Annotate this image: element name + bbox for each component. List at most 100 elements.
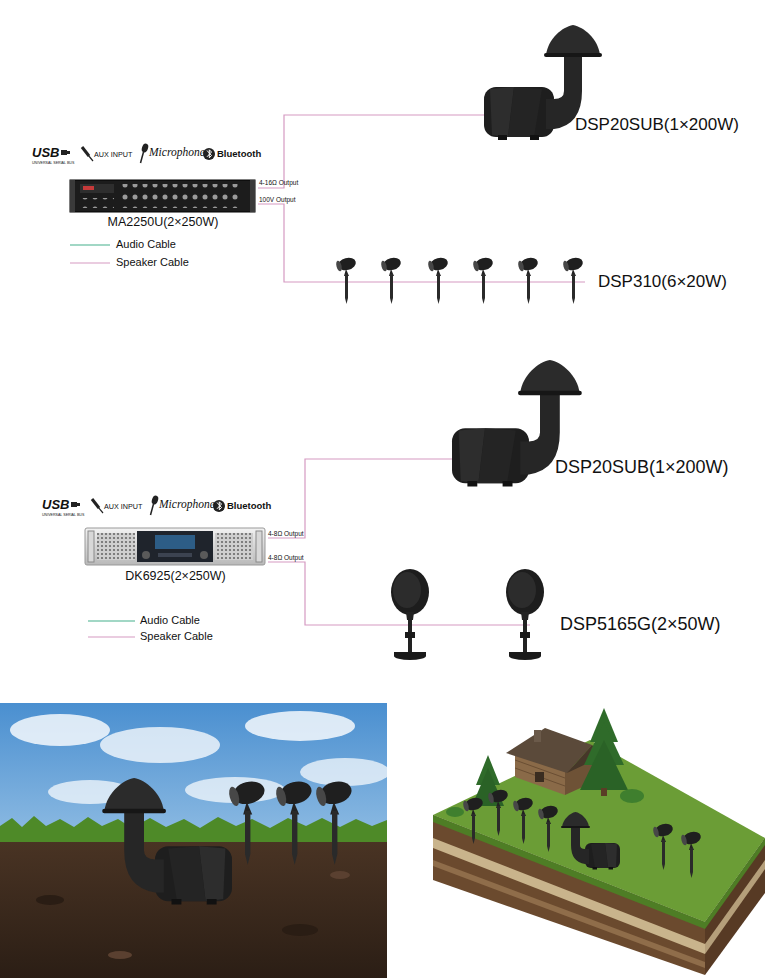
garden-photo — [314, 778, 354, 865]
terrain-block-photo — [534, 730, 541, 742]
amplifier-unit — [250, 180, 255, 212]
terrain-block-photo — [515, 768, 565, 786]
device-label: MA2250U(2×250W) — [68, 215, 258, 229]
amplifier-unit — [88, 531, 94, 562]
garden-photo — [0, 703, 390, 978]
output-label: 4-16Ω Output — [259, 179, 298, 186]
terrain-block-photo — [620, 789, 644, 803]
device-label: DSP5165G(2×50W) — [560, 614, 721, 635]
terrain-block-photo — [652, 822, 674, 870]
terrain-block-photo — [561, 812, 620, 870]
amplifier-unit — [155, 535, 195, 549]
amplifier-unit — [70, 180, 75, 212]
spike-speaker-symbol — [517, 256, 539, 304]
icon-label: UNIVERSAL SERIAL BUS — [32, 161, 74, 165]
output-label: 4-8Ω Output — [268, 554, 304, 561]
garden-photo — [274, 778, 314, 865]
garden-photo — [108, 951, 132, 959]
icon-label: USB — [42, 498, 69, 513]
terrain-block-photo — [601, 788, 607, 796]
garden-photo — [0, 816, 387, 842]
garden-photo — [282, 924, 318, 936]
garden-photo — [10, 714, 110, 746]
garden-photo — [245, 711, 355, 741]
device-label: DSP310(6×20W) — [598, 272, 727, 292]
terrain-block-photo — [433, 708, 765, 975]
icon-label: Bluetooth — [227, 501, 271, 512]
input-icons — [71, 495, 225, 515]
legend-line-sample — [70, 244, 110, 245]
amplifier-unit — [70, 180, 255, 212]
speaker-cable — [258, 204, 330, 282]
terrain-block-photo — [433, 740, 765, 922]
amplifier-unit — [200, 551, 208, 559]
device-node: MA2250U(2×250W) — [68, 176, 258, 233]
legend-line-sample — [88, 620, 135, 621]
amplifier-unit — [122, 184, 242, 208]
garden-photo — [0, 703, 387, 978]
spike-speaker-symbol — [562, 256, 584, 304]
amplifier-unit — [137, 531, 213, 562]
amplifier-unit — [85, 528, 265, 565]
output-label: 4-8Ω Output — [268, 530, 304, 537]
amplifier-unit — [215, 533, 253, 560]
spike-speaker-symbol — [380, 256, 402, 304]
icon-label: USB — [32, 146, 59, 161]
speaker-cable — [268, 562, 390, 625]
icon-label: AUX INPUT — [104, 503, 142, 511]
icon-label: AUX INPUT — [94, 151, 132, 159]
amplifier-unit — [85, 528, 265, 565]
output-label: 100V Output — [259, 196, 296, 203]
terrain-block-photo — [680, 830, 702, 878]
device-label: DSP20SUB(1×200W) — [575, 115, 739, 135]
legend-text: Audio Cable — [116, 238, 176, 251]
speaker-wire — [330, 281, 585, 282]
device-node: DK6925(2×250W) — [83, 526, 268, 584]
terrain-block-photo — [446, 807, 464, 817]
icon-label: UNIVERSAL SERIAL BUS — [42, 513, 84, 517]
pole-speaker-symbol — [391, 569, 429, 660]
garden-photo — [102, 778, 232, 905]
pole-speaker-symbol — [506, 569, 544, 660]
amplifier-unit — [256, 531, 262, 562]
icon-label: Bluetooth — [217, 149, 261, 160]
device-node: DSP20SUB(1×200W) — [452, 358, 762, 493]
icon-label: Microphone — [149, 146, 205, 159]
garden-photo — [300, 758, 390, 786]
legend-text: Speaker Cable — [116, 256, 189, 269]
device-label: DK6925(2×250W) — [83, 569, 268, 583]
terrain-block-photo — [580, 740, 628, 790]
terrain-block-photo — [705, 838, 765, 929]
icon-label: Microphone — [159, 498, 215, 511]
device-node: DSP5165G(2×50W) — [390, 565, 760, 665]
legend-line-sample — [70, 262, 110, 263]
input-icons — [61, 143, 215, 163]
amplifier-unit — [97, 533, 135, 560]
legend-text: Audio Cable — [140, 614, 200, 627]
terrain-block-photo — [537, 804, 559, 852]
terrain-block-photo — [487, 788, 509, 836]
garden-photo — [227, 778, 267, 865]
amplifier-unit — [142, 551, 150, 559]
terrain-block-photo — [512, 796, 534, 844]
amplifier-unit — [158, 553, 192, 557]
device-node: DSP20SUB(1×200W) — [484, 25, 749, 140]
garden-photo — [100, 727, 220, 763]
amplifier-unit — [83, 186, 94, 190]
spike-speaker-symbol — [472, 256, 494, 304]
device-node: DSP310(6×20W) — [330, 256, 750, 306]
amplifier-unit — [70, 180, 255, 212]
garden-photo — [330, 871, 350, 879]
legend-text: Speaker Cable — [140, 630, 213, 643]
speaker-cable — [268, 459, 452, 538]
amplifier-unit — [80, 198, 114, 208]
terrain-block-photo — [462, 796, 484, 844]
garden-photo — [36, 895, 64, 905]
terrain-block-photo — [535, 772, 544, 782]
speaker-cable — [258, 115, 484, 188]
legend-line-sample — [88, 636, 135, 637]
